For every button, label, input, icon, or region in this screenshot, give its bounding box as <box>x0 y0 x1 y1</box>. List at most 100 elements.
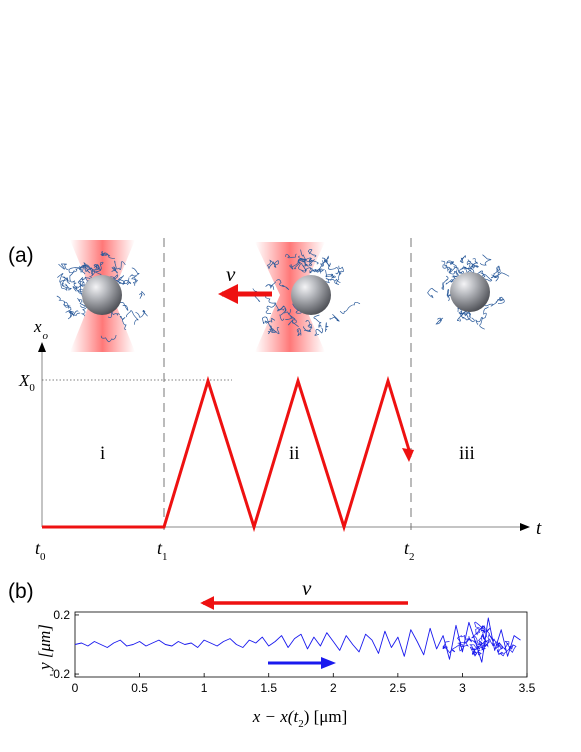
y-axis-label-b: y [μm] <box>35 624 54 672</box>
polymer-strand <box>303 326 311 332</box>
polymer-strand <box>325 322 329 332</box>
bead <box>450 272 490 312</box>
polymer-strand <box>116 277 130 285</box>
panel-a-label: (a) <box>8 244 34 267</box>
velocity-label-a: v <box>226 262 236 286</box>
polymer-strand <box>135 310 148 318</box>
velocity-label-b: v <box>302 576 312 600</box>
x-tick-label: 1 <box>201 681 208 695</box>
polymer-strand <box>305 320 313 331</box>
polymer-strand <box>84 264 91 274</box>
polymer-strand <box>308 257 315 266</box>
amplitude-label: X0 <box>18 371 35 394</box>
polymer-strand <box>464 312 475 323</box>
x-tick-label: 1.5 <box>260 681 277 695</box>
y-ticks: 0.2-0.2 <box>49 608 79 681</box>
polymer-strand <box>289 259 299 270</box>
polymer-strand <box>459 255 466 264</box>
polymer-strand <box>316 267 325 273</box>
polymer-strand <box>484 297 501 307</box>
polymer-strand <box>265 303 276 314</box>
polymer-strand <box>69 270 77 288</box>
polymer-strand <box>441 260 447 269</box>
polymer-strand <box>300 249 319 265</box>
polymer-strand <box>77 277 87 287</box>
region-label-i: i <box>100 443 105 464</box>
polymer-strand <box>68 310 79 318</box>
trap-trajectory <box>42 375 411 533</box>
trap-illustration-ii: v <box>218 242 361 352</box>
polymer-strand <box>449 266 460 276</box>
polymer-strand <box>285 313 296 320</box>
polymer-strand <box>90 265 99 276</box>
bead <box>82 275 122 315</box>
polymer-strand <box>60 282 69 291</box>
polymer-strand <box>262 316 272 329</box>
polymer-strand <box>266 259 274 270</box>
polymer-strand <box>64 301 72 313</box>
polymer-strand <box>68 265 86 274</box>
trajectory-trace <box>74 617 521 663</box>
polymer-strand <box>275 279 290 291</box>
polymer-strand <box>334 272 341 285</box>
polymer-strand <box>330 273 336 279</box>
trajectory-arrowhead <box>402 448 414 462</box>
polymer-strand <box>114 260 126 270</box>
laser-beam <box>255 242 325 352</box>
polymer-strand <box>479 254 492 266</box>
polymer-strand <box>475 316 485 330</box>
polymer-strand <box>277 305 287 312</box>
polymer-strand <box>446 260 454 266</box>
polymer-strand <box>138 291 145 299</box>
drift-arrowhead <box>321 657 336 669</box>
x-tick-label: 2.5 <box>390 681 407 695</box>
dense-trace <box>442 621 517 657</box>
y-axis-arrowhead <box>38 342 46 352</box>
y-axis-label-a: xo <box>33 317 49 342</box>
polymer-strand <box>303 257 313 267</box>
polymer-strand <box>451 263 458 278</box>
polymer-strand <box>287 319 299 327</box>
polymer-strand <box>79 262 87 273</box>
polymer-strand <box>440 275 449 290</box>
polymer-strand <box>326 259 342 276</box>
polymer-strand <box>313 314 322 328</box>
polymer-strand <box>265 281 276 290</box>
polymer-strand <box>129 267 140 277</box>
polymer-strand <box>265 295 284 311</box>
polymer-strand <box>82 265 96 275</box>
x-axis-label-a: t <box>536 518 542 539</box>
x-tick-label: 2 <box>330 681 337 695</box>
polymer-strand <box>75 264 93 271</box>
polymer-strand <box>482 306 489 320</box>
region-label-iii: iii <box>459 443 475 464</box>
trajectory-dense-region <box>442 621 517 657</box>
polymer-strand <box>296 328 302 337</box>
bead <box>291 275 331 315</box>
polymer-strand <box>267 327 280 335</box>
polymer-strand <box>335 265 344 275</box>
polymer-strand <box>469 258 478 269</box>
polymer-strand <box>497 296 505 304</box>
trap-illustration-i <box>56 240 148 352</box>
polymer-strand <box>323 255 331 267</box>
polymer-network <box>252 249 361 337</box>
polymer-strand <box>325 270 334 278</box>
polymer-strand <box>298 263 311 272</box>
x-axis-arrowhead <box>520 523 530 531</box>
polymer-strand <box>56 295 71 308</box>
polymer-strand <box>435 317 444 325</box>
polymer-strand <box>272 260 279 268</box>
polymer-strand <box>279 309 291 321</box>
polymer-strand <box>321 278 335 284</box>
time-label-t1: t1 <box>157 538 168 563</box>
polymer-strand <box>264 317 276 324</box>
polymer-strand <box>81 304 88 317</box>
polymer-strand <box>308 267 317 274</box>
polymer-strand <box>329 314 340 322</box>
polymer-strand <box>285 253 297 259</box>
polymer-strand <box>107 311 121 319</box>
time-label-t0: t0 <box>35 538 46 563</box>
